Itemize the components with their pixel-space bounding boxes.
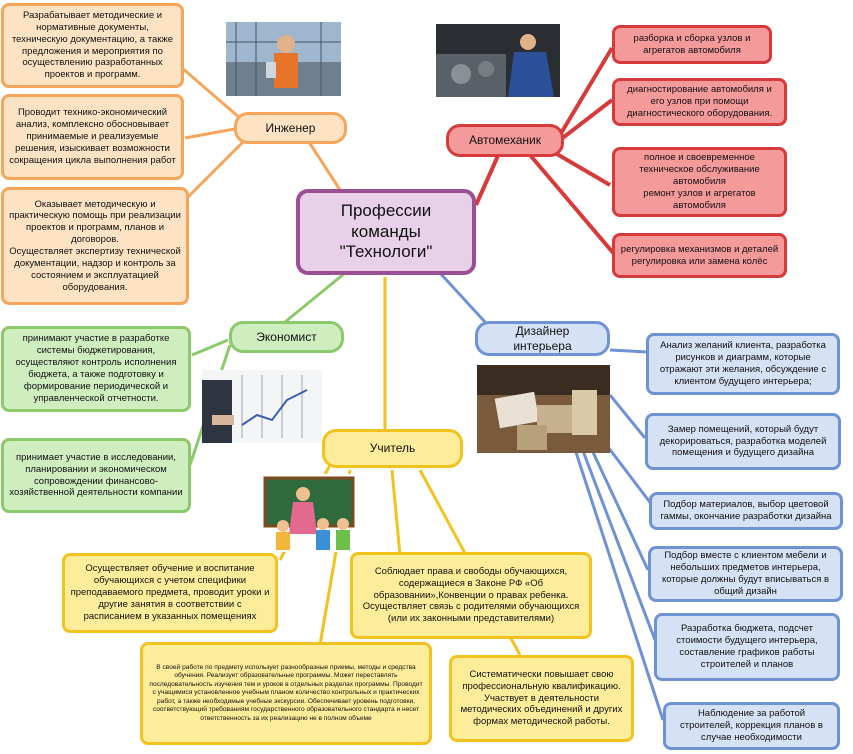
designer-duty-5: Разработка бюджета, подсчет стоимости бу… <box>654 613 840 681</box>
mechanic-duty-4: регулировка механизмов и деталей регулир… <box>612 233 787 278</box>
designer-duty-1: Анализ желаний клиента, разработка рисун… <box>646 333 840 395</box>
engineer-node: Инженер <box>234 112 347 144</box>
designer-node: Дизайнер интерьера <box>475 321 610 356</box>
teacher-illustration <box>263 474 355 552</box>
designer-duty-4: Подбор вместе с клиентом мебели и неболь… <box>648 546 843 602</box>
engineer-photo <box>226 22 341 96</box>
mechanic-duty-1: разборка и сборка узлов и агрегатов авто… <box>612 25 772 64</box>
designer-photo <box>477 365 610 453</box>
engineer-duty-2: Проводит технико-экономический анализ, к… <box>1 94 184 180</box>
economist-duty-1: принимают участие в разработке системы б… <box>1 326 191 412</box>
teacher-duty-1: Осуществляет обучение и воспитание обуча… <box>62 553 278 633</box>
mechanic-node: Автомеханик <box>446 124 564 157</box>
central-topic: Профессии команды "Технологи" <box>296 189 476 275</box>
economist-photo <box>202 370 322 443</box>
mechanic-duty-2: диагностирование автомобиля и его узлов … <box>612 78 787 126</box>
teacher-duty-3: В своей работе по предмету использует ра… <box>140 642 432 745</box>
economist-node: Экономист <box>229 321 344 353</box>
mechanic-photo <box>436 24 560 97</box>
designer-duty-6: Наблюдение за работой строителей, коррек… <box>663 702 840 750</box>
economist-duty-2: принимает участие в исследовании, планир… <box>1 438 191 513</box>
engineer-duty-1: Разрабатывает методические и нормативные… <box>1 3 184 88</box>
teacher-duty-2: Соблюдает права и свободы обучающихся, с… <box>350 552 592 639</box>
designer-duty-2: Замер помещений, который будут декориров… <box>645 413 841 470</box>
teacher-node: Учитель <box>322 429 463 468</box>
engineer-duty-3: Оказывает методическую и практическую по… <box>1 187 189 305</box>
teacher-duty-4: Систематически повышает свою профессиона… <box>449 655 634 742</box>
mechanic-duty-3: полное и своевременное техническое обслу… <box>612 147 787 217</box>
designer-duty-3: Подбор материалов, выбор цветовой гаммы,… <box>649 492 843 530</box>
